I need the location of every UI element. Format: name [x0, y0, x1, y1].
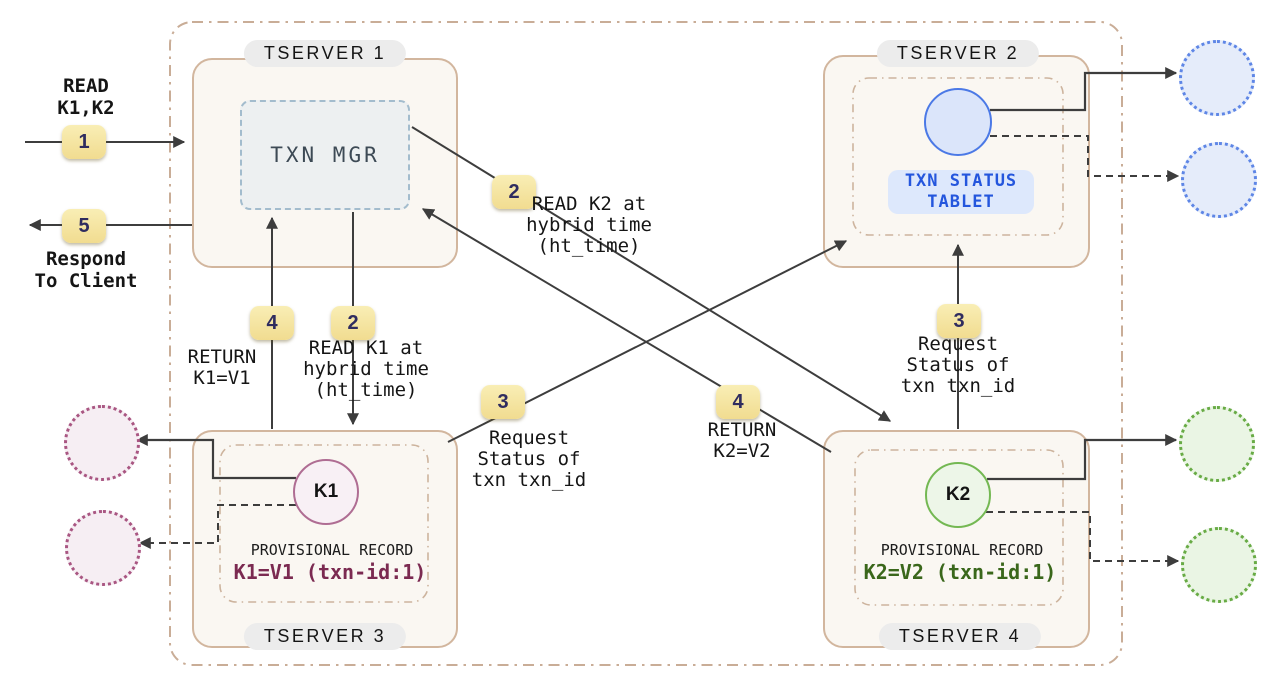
txn-mgr-box: TXN MGR: [240, 100, 410, 210]
ts2-replica-circle-1: [1179, 40, 1255, 116]
arrow-read-k2: [411, 126, 892, 422]
k1-tablet-circle: K1: [293, 459, 359, 525]
tserver4-provisional-record-title: PROVISIONAL RECORD: [880, 541, 1044, 559]
txn-status-tablet-label: TXN STATUS TABLET: [888, 170, 1034, 214]
tserver4-title: TSERVER 4: [878, 623, 1042, 650]
tserver3-title: TSERVER 3: [243, 623, 407, 650]
txn-status-tablet-circle: [924, 88, 992, 156]
return-k1-label: RETURN K1=V1: [187, 346, 257, 389]
tserver1-title: TSERVER 1: [243, 40, 407, 67]
tserver2-title: TSERVER 2: [876, 40, 1040, 67]
request-status-right-label: Request Status of txn txn_id: [900, 333, 1016, 397]
client-read-request-label: READ K1,K2: [57, 75, 115, 119]
step-badge-2-left: 2: [331, 306, 375, 340]
ts3-replica-circle-1: [64, 405, 140, 481]
ts2-replica-circle-2: [1181, 142, 1257, 218]
tserver3-provisional-record-value: K1=V1 (txn-id:1): [233, 560, 427, 584]
respond-to-client-label: Respond To Client: [34, 248, 138, 292]
read-k1-label: READ K1 at hybrid time (ht_time): [303, 337, 429, 401]
request-status-left-label: Request Status of txn txn_id: [471, 427, 587, 491]
ts4-replica-circle-1: [1179, 406, 1255, 482]
step-badge-4-left: 4: [250, 306, 294, 340]
tserver3-provisional-record-title: PROVISIONAL RECORD: [250, 541, 414, 559]
step-badge-1: 1: [62, 125, 106, 159]
step-badge-3-left: 3: [481, 385, 525, 419]
ts3-replica-circle-2: [65, 510, 141, 586]
ts4-replica-circle-2: [1181, 527, 1257, 603]
k2-tablet-circle: K2: [925, 462, 991, 528]
return-k2-label: RETURN K2=V2: [707, 419, 777, 462]
tserver2-box: [823, 55, 1090, 268]
step-badge-4-middle: 4: [716, 385, 760, 419]
step-badge-5: 5: [62, 209, 106, 243]
tserver4-provisional-record-value: K2=V2 (txn-id:1): [863, 560, 1057, 584]
read-k2-label: READ K2 at hybrid time (ht_time): [526, 193, 652, 257]
